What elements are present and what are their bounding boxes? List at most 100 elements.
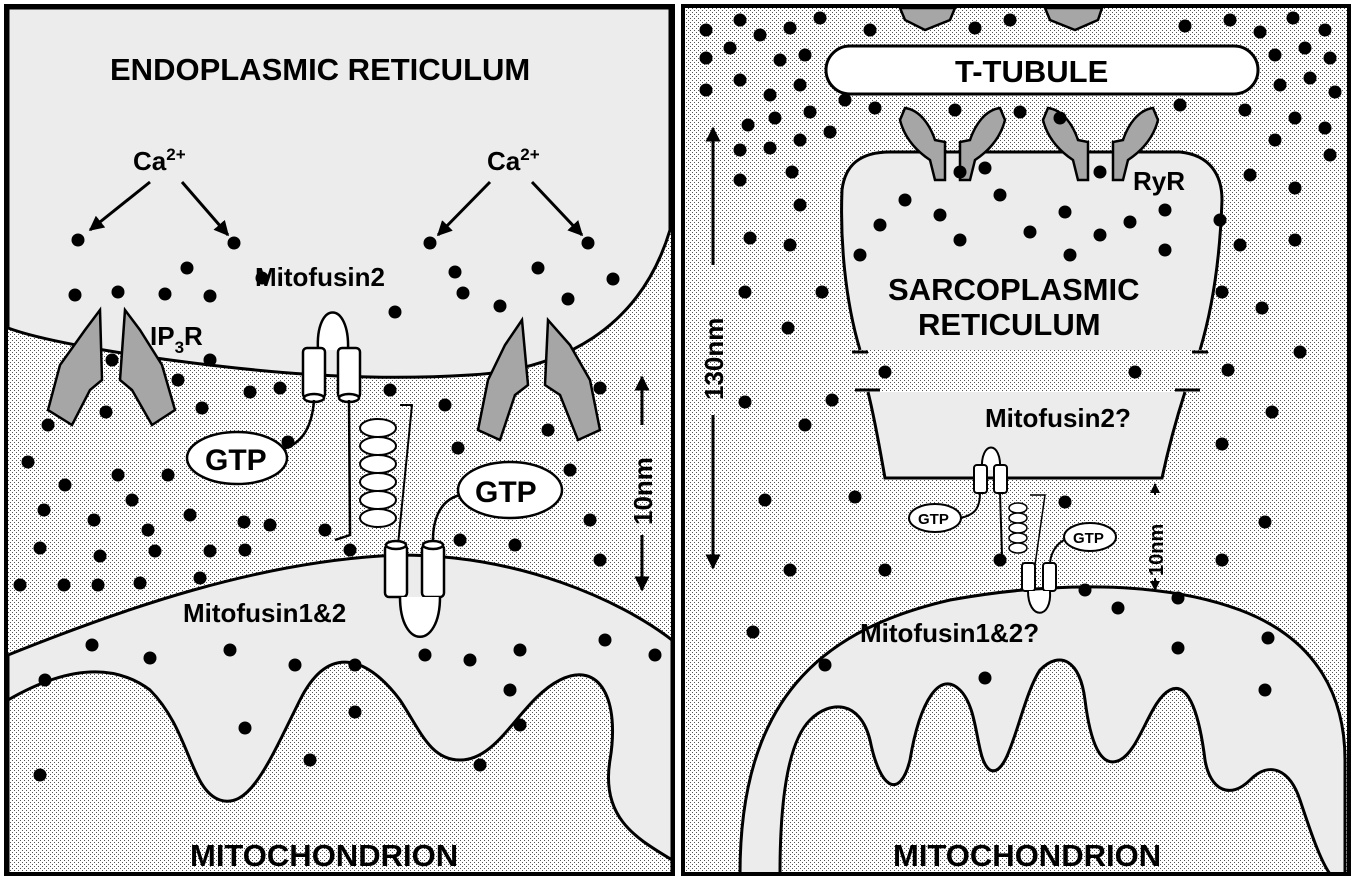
calcium-ion-dot: [782, 322, 795, 335]
mitofusin12-helix-cap: [423, 541, 443, 549]
calcium-ion-dot: [1289, 182, 1302, 195]
ip3r-main: IP: [150, 321, 175, 351]
calcium-ion-dot: [34, 769, 47, 782]
calcium-ion-dot: [1289, 234, 1302, 247]
calcium-ion-dot: [734, 74, 747, 87]
gtp-text: GTP: [205, 444, 267, 477]
calcium-ion-dot: [934, 209, 947, 222]
calcium-ion-dot: [1254, 26, 1267, 39]
calcium-ion-dot: [1289, 112, 1302, 125]
calcium-ion-dot: [112, 469, 125, 482]
calcium-ion-dot: [514, 719, 527, 732]
mitofusin2-label: Mitofusin2: [255, 262, 385, 292]
er-title: ENDOPLASMIC RETICULUM: [110, 52, 530, 87]
calcium-ion-dot: [1124, 216, 1137, 229]
coil-turn: [1009, 513, 1027, 523]
calcium-ion-dot: [1239, 104, 1252, 117]
calcium-ion-dot: [1172, 592, 1185, 605]
calcium-ion-dot: [854, 249, 867, 262]
distance-label-long: 130nm: [699, 318, 729, 400]
calcium-ion-dot: [1214, 214, 1227, 227]
calcium-ion-dot: [1324, 52, 1337, 65]
calcium-ion-dot: [384, 384, 397, 397]
calcium-ion-dot: [700, 24, 713, 37]
calcium-ion-dot: [1179, 20, 1192, 33]
mitofusin2-helix-a: [303, 348, 325, 398]
calcium-ion-dot: [582, 237, 595, 250]
calcium-ion-dot: [289, 659, 302, 672]
calcium-ion-dot: [899, 194, 912, 207]
calcium-ion-dot: [1266, 406, 1279, 419]
calcium-ion-dot: [38, 504, 51, 517]
calcium-ion-dot: [149, 545, 162, 558]
gtp-text: GTP: [475, 476, 537, 509]
calcium-ion-dot: [39, 674, 52, 687]
gtp-badge-small-left: GTP: [909, 504, 961, 532]
calcium-ion-dot: [562, 293, 575, 306]
calcium-ion-dot: [204, 354, 217, 367]
calcium-ion-dot: [1269, 134, 1282, 147]
calcium-ion-dot: [742, 119, 755, 132]
mitofusin-small-helix-b: [1043, 563, 1056, 591]
calcium-ion-dot: [256, 272, 269, 285]
calcium-ion-dot: [799, 419, 812, 432]
calcium-ion-dot: [69, 289, 82, 302]
calcium-ion-dot: [134, 577, 147, 590]
calcium-ion-dot: [744, 232, 757, 245]
calcium-ion-dot: [239, 722, 252, 735]
ip3r-sub: 3: [175, 338, 184, 357]
coil-turn: [1009, 503, 1027, 513]
calcium-ion-dot: [224, 644, 237, 657]
calcium-ion-dot: [879, 366, 892, 379]
calcium-ion-dot: [1172, 642, 1185, 655]
mitochondrion-title-left: MITOCHONDRION: [190, 838, 458, 873]
calcium-ion-dot: [607, 273, 620, 286]
calcium-ion-dot: [1304, 72, 1317, 85]
sr-label-line1: SARCOPLASMIC: [888, 272, 1139, 307]
calcium-ion-dot: [759, 494, 772, 507]
calcium-ion-dot: [1216, 286, 1229, 299]
calcium-ion-dot: [92, 579, 105, 592]
calcium-ion-dot: [59, 479, 72, 492]
calcium-ion-dot: [304, 754, 317, 767]
coil-turn: [360, 419, 396, 437]
mitofusin12-helix-a: [385, 545, 407, 597]
calcium-ion-dot: [514, 644, 527, 657]
calcium-ion-dot: [204, 290, 217, 303]
calcium-ion-dot: [282, 436, 295, 449]
calcium-ion-dot: [869, 102, 882, 115]
t-tubule-label: T-TUBULE: [955, 54, 1108, 89]
mitofusin12-label: Mitofusin1&2: [183, 598, 346, 628]
calcium-ion-dot: [824, 126, 837, 139]
calcium-ion-dot: [784, 564, 797, 577]
calcium-ion-dot: [1294, 346, 1307, 359]
calcium-ion-dot: [1174, 99, 1187, 112]
calcium-ion-dot: [464, 654, 477, 667]
calcium-ion-dot: [799, 49, 812, 62]
ryr-label: RyR: [1133, 166, 1185, 196]
calcium-ion-dot: [142, 524, 155, 537]
calcium-ion-dot: [181, 262, 194, 275]
calcium-ion-dot: [1094, 166, 1107, 179]
distance-label-left: 10nm: [628, 457, 658, 525]
calcium-ion-dot: [849, 491, 862, 504]
calcium-ion-dot: [819, 659, 832, 672]
calcium-ion-dot: [1059, 496, 1072, 509]
calcium-ion-dot: [739, 396, 752, 409]
calcium-ion-dot: [1079, 584, 1092, 597]
mitofusin2-question-label: Mitofusin2?: [985, 403, 1131, 433]
calcium-ion-dot: [42, 419, 55, 432]
calcium-ion-dot: [784, 239, 797, 252]
calcium-ion-dot: [864, 24, 877, 37]
coil-turn: [360, 473, 396, 491]
coil-turn: [360, 455, 396, 473]
calcium-ion-dot: [349, 706, 362, 719]
calcium-ion-dot: [1269, 49, 1282, 62]
sr-label-line2: RETICULUM: [918, 307, 1101, 342]
calcium-ion-dot: [1216, 438, 1229, 451]
calcium-ion-dot: [204, 545, 217, 558]
calcium-ion-dot: [144, 652, 157, 665]
calcium-ion-dot: [754, 29, 767, 42]
calcium-ion-dot: [979, 672, 992, 685]
